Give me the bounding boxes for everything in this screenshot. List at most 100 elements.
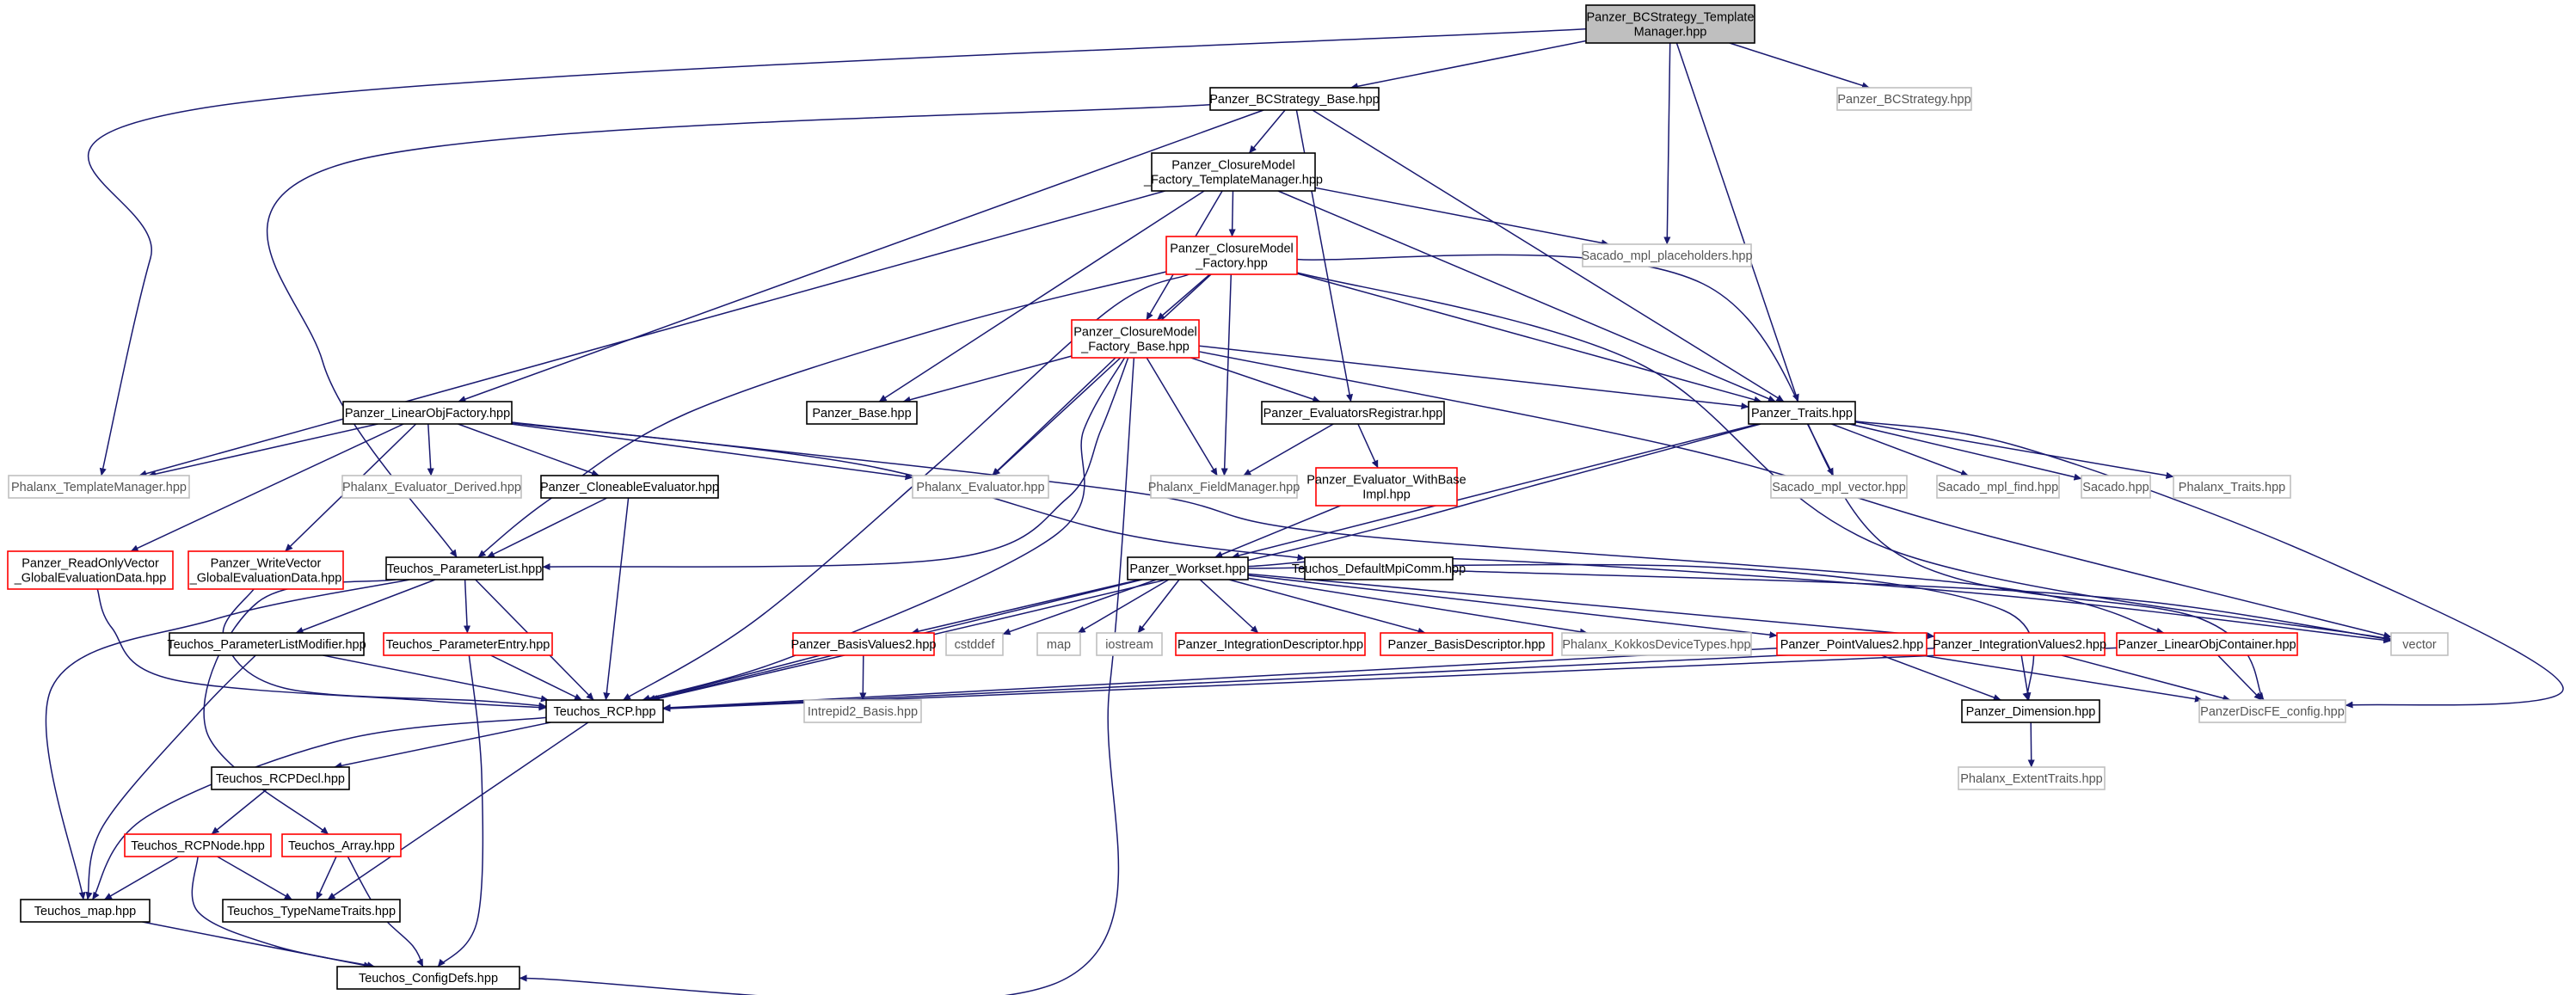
node-box <box>1175 632 1366 656</box>
node-linobjcont[interactable]: Panzer_LinearObjContainer.hpp <box>2116 632 2298 656</box>
node-pbase[interactable]: Panzer_Base.hpp <box>806 401 918 425</box>
node-discfe[interactable]: PanzerDiscFE_config.hpp <box>2198 699 2346 723</box>
node-cmf[interactable]: Panzer_ClosureModel_Factory.hpp <box>1165 236 1298 275</box>
edge-evreg-to-phx_fm <box>1243 423 1334 476</box>
node-cmfb[interactable]: Panzer_ClosureModel_Factory_Base.hpp <box>1071 319 1200 359</box>
node-basisdesc[interactable]: Panzer_BasisDescriptor.hpp <box>1380 632 1553 656</box>
edge-plist-to-tmap <box>45 579 410 900</box>
node-sac_find[interactable]: Sacado_mpl_find.hpp <box>1936 475 2060 499</box>
edge-linobjfac-to-phx_ev <box>511 423 913 481</box>
edge-cmfb-to-plist <box>542 357 1129 571</box>
edge-linobjfac-to-phx_ed <box>427 423 434 476</box>
node-basisv2[interactable]: Panzer_BasisValues2.hpp <box>790 632 937 656</box>
node-sacado_ph[interactable]: Sacado_mpl_placeholders.hpp <box>1581 243 1753 267</box>
edge-workset-to-iostream <box>1137 579 1180 634</box>
node-label: Sacado_mpl_vector.hpp <box>1772 481 1906 494</box>
edge-evwbi-to-workset <box>1214 505 1341 558</box>
edge-cmf-to-plist <box>477 271 1167 558</box>
node-box <box>336 966 520 990</box>
node-cmftm[interactable]: Panzer_ClosureModel_Factory_TemplateMana… <box>1143 152 1323 192</box>
node-cloneev[interactable]: Panzer_CloneableEvaluator.hpp <box>540 475 719 499</box>
node-label: Phalanx_ExtentTraits.hpp <box>1960 772 2103 786</box>
edge-root-to-traits <box>1675 42 1799 402</box>
node-cstddef[interactable]: cstddef <box>945 632 1004 656</box>
node-phx_tr[interactable]: Phalanx_Traits.hpp <box>2173 475 2291 499</box>
edge-traits-to-discfe <box>1854 420 2564 709</box>
node-pentry[interactable]: Teuchos_ParameterEntry.hpp <box>383 632 553 656</box>
node-bcstrat[interactable]: Panzer_BCStrategy.hpp <box>1836 87 1972 111</box>
node-label: _GlobalEvaluationData.hpp <box>14 572 167 586</box>
node-map[interactable]: map <box>1036 632 1081 656</box>
node-box <box>2173 475 2291 499</box>
node-phx_tm[interactable]: Phalanx_TemplateManager.hpp <box>8 475 190 499</box>
edge-cmfb-to-traits <box>1198 345 1749 410</box>
node-box <box>1776 632 1927 656</box>
node-intrepid[interactable]: Intrepid2_Basis.hpp <box>803 699 922 723</box>
edge-pentry-to-cfgdefs <box>437 654 484 967</box>
node-tnt[interactable]: Teuchos_TypeNameTraits.hpp <box>222 899 401 923</box>
node-plist[interactable]: Teuchos_ParameterList.hpp <box>385 556 544 580</box>
edge-workset-to-kokkosdt <box>1247 577 1588 636</box>
node-box <box>211 766 350 790</box>
node-wvec[interactable]: Panzer_WriteVector_GlobalEvaluationData.… <box>188 550 344 590</box>
node-intv2[interactable]: Panzer_IntegrationValues2.hpp <box>1933 632 2106 656</box>
node-dimension[interactable]: Panzer_Dimension.hpp <box>1961 699 2100 723</box>
node-iostream[interactable]: iostream <box>1096 632 1163 656</box>
edge-tarray-to-tnt <box>316 856 337 900</box>
node-label: Phalanx_KokkosDeviceTypes.hpp <box>1562 638 1750 652</box>
node-evreg[interactable]: Panzer_EvaluatorsRegistrar.hpp <box>1261 401 1445 425</box>
node-label: Teuchos_RCPNode.hpp <box>131 839 265 853</box>
node-label: Panzer_IntegrationDescriptor.hpp <box>1177 638 1363 652</box>
edge-cmfb-to-phx_ev <box>992 357 1116 476</box>
node-label: Panzer_Base.hpp <box>812 407 911 421</box>
node-sac_vec[interactable]: Sacado_mpl_vector.hpp <box>1770 475 1908 499</box>
node-rcpdecl[interactable]: Teuchos_RCPDecl.hpp <box>211 766 350 790</box>
edge-cmftm-to-sacado_ph <box>1314 187 1609 247</box>
node-vector[interactable]: vector <box>2390 632 2449 656</box>
node-label: Panzer_BCStrategy_Template <box>1586 11 1754 25</box>
edge-traits-to-workset <box>1231 423 1758 559</box>
node-rcp[interactable]: Teuchos_RCP.hpp <box>545 699 664 723</box>
node-intdesc[interactable]: Panzer_IntegrationDescriptor.hpp <box>1175 632 1366 656</box>
node-box <box>806 401 918 425</box>
node-box <box>188 550 344 590</box>
node-box <box>342 401 513 425</box>
node-pointv2[interactable]: Panzer_PointValues2.hpp <box>1776 632 1927 656</box>
node-root[interactable]: Panzer_BCStrategy_TemplateManager.hpp <box>1585 4 1755 44</box>
edge-cmf-to-phx_fm <box>1220 273 1233 476</box>
node-bcbase[interactable]: Panzer_BCStrategy_Base.hpp <box>1209 87 1380 111</box>
edge-cmf-to-vector <box>1296 272 2392 642</box>
edge-rovec-to-rcp <box>96 588 547 711</box>
node-plmod[interactable]: Teuchos_ParameterListModifier.hpp <box>167 632 366 656</box>
edge-plist-to-tarray <box>203 579 397 835</box>
node-box <box>1096 632 1163 656</box>
node-tarray[interactable]: Teuchos_Array.hpp <box>281 833 402 857</box>
node-kokkosdt[interactable]: Phalanx_KokkosDeviceTypes.hpp <box>1561 632 1752 656</box>
nodes-layer: Panzer_BCStrategy_TemplateManager.hppPan… <box>7 4 2449 990</box>
edge-basisv2-to-rcp <box>647 654 821 702</box>
node-traits[interactable]: Panzer_Traits.hpp <box>1748 401 1856 425</box>
node-mpicomm[interactable]: Teuchos_DefaultMpiComm.hpp <box>1292 556 1466 580</box>
node-tmap[interactable]: Teuchos_map.hpp <box>20 899 151 923</box>
node-label: iostream <box>1105 638 1153 652</box>
edge-cmftm-to-phx_tm <box>138 190 1165 477</box>
edge-basisv2-to-intrepid <box>859 654 867 701</box>
node-label: Panzer_IntegrationValues2.hpp <box>1933 638 2106 652</box>
node-phx_fm[interactable]: Phalanx_FieldManager.hpp <box>1148 475 1300 499</box>
edge-rcpnode-to-tmap <box>104 856 179 900</box>
node-phx_ed[interactable]: Phalanx_Evaluator_Derived.hpp <box>341 475 522 499</box>
edge-traits-to-phx_tr <box>1854 421 2174 479</box>
node-phx_et[interactable]: Phalanx_ExtentTraits.hpp <box>1958 766 2106 790</box>
node-linobjfac[interactable]: Panzer_LinearObjFactory.hpp <box>342 401 513 425</box>
edge-cmftm-to-pbase <box>878 190 1205 402</box>
node-workset[interactable]: Panzer_Workset.hpp <box>1127 556 1249 580</box>
node-cfgdefs[interactable]: Teuchos_ConfigDefs.hpp <box>336 966 520 990</box>
node-label: Phalanx_Evaluator.hpp <box>916 481 1044 494</box>
node-rovec[interactable]: Panzer_ReadOnlyVector_GlobalEvaluationDa… <box>7 550 174 590</box>
edge-root-to-sacado_ph <box>1663 42 1671 245</box>
node-rcpnode[interactable]: Teuchos_RCPNode.hpp <box>124 833 272 857</box>
node-box <box>281 833 402 857</box>
node-phx_ev[interactable]: Phalanx_Evaluator.hpp <box>912 475 1049 499</box>
node-sacado[interactable]: Sacado.hpp <box>2081 475 2151 499</box>
